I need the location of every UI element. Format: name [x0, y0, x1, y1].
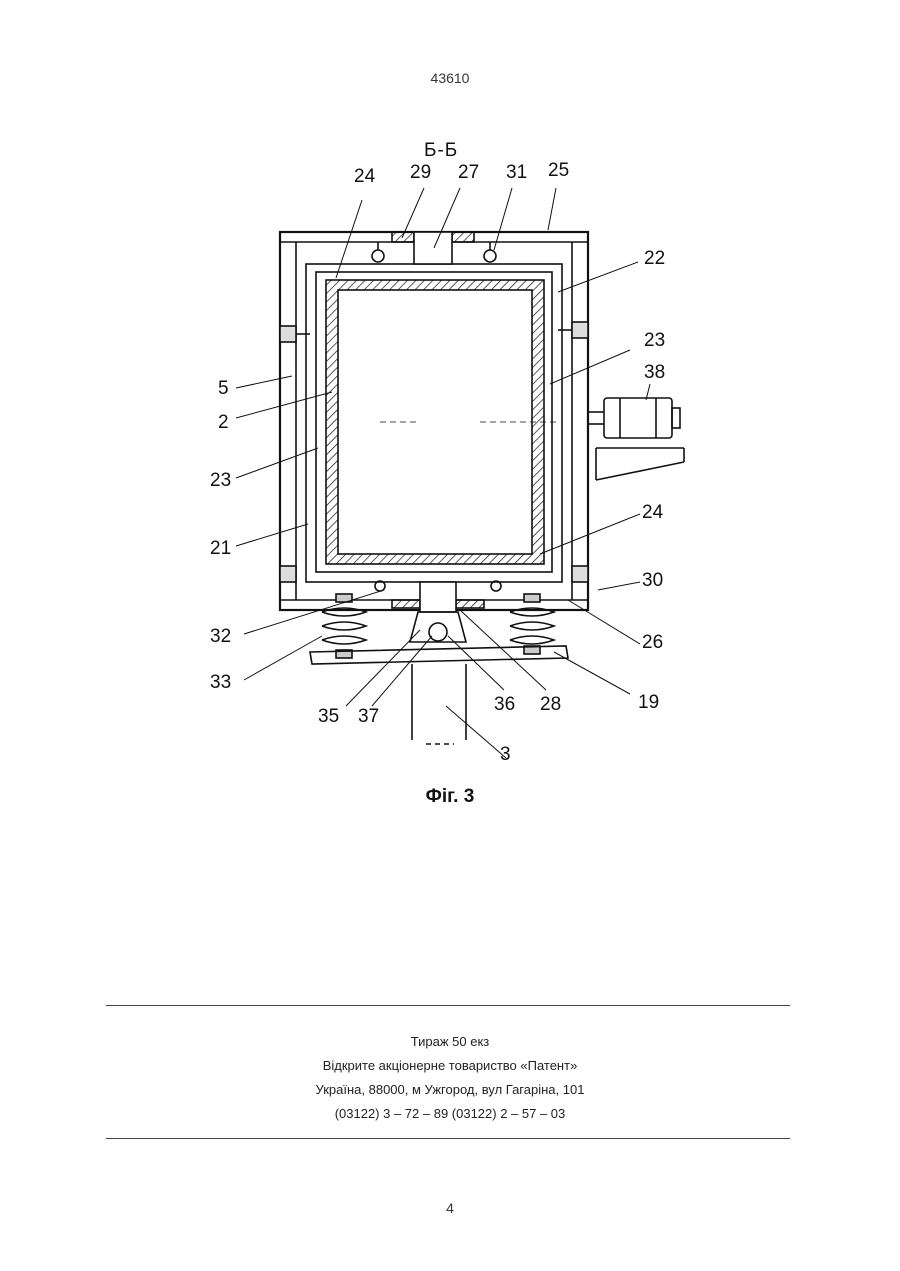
imprint-bottom-rule — [106, 1138, 790, 1139]
page-number: 4 — [0, 1200, 900, 1216]
callout-2: 2 — [218, 412, 229, 433]
callout-23-left: 23 — [210, 470, 231, 491]
callout-35: 35 — [318, 706, 339, 727]
figure-caption: Фіг. 3 — [0, 786, 900, 808]
callout-36: 36 — [494, 694, 515, 715]
inner-chamber — [326, 280, 560, 564]
drive-motor — [588, 398, 684, 480]
callout-3: 3 — [500, 744, 511, 765]
publisher-imprint: Тираж 50 екз Відкрите акціонерне товарис… — [0, 1030, 900, 1126]
address-line: Україна, 88000, м Ужгород, вул Гагаріна,… — [0, 1078, 900, 1102]
callout-25: 25 — [548, 160, 569, 181]
callout-5: 5 — [218, 378, 229, 399]
bottom-assembly — [310, 581, 568, 744]
callout-30: 30 — [642, 570, 663, 591]
imprint-top-rule — [106, 1005, 790, 1006]
callout-31: 31 — [506, 162, 527, 183]
callout-33: 33 — [210, 672, 231, 693]
callout-38: 38 — [644, 362, 665, 383]
callout-29: 29 — [410, 162, 431, 183]
callout-19: 19 — [638, 692, 659, 713]
callout-23-right: 23 — [644, 330, 665, 351]
callout-21: 21 — [210, 538, 231, 559]
callout-22: 22 — [644, 248, 665, 269]
publisher-line: Відкрите акціонерне товариство «Патент» — [0, 1054, 900, 1078]
phones-line: (03122) 3 – 72 – 89 (03122) 2 – 57 – 03 — [0, 1102, 900, 1126]
callout-27: 27 — [458, 162, 479, 183]
callout-37: 37 — [358, 706, 379, 727]
callout-32: 32 — [210, 626, 231, 647]
callout-26: 26 — [642, 632, 663, 653]
callout-28: 28 — [540, 694, 561, 715]
callout-24-right: 24 — [642, 502, 664, 523]
circulation-line: Тираж 50 екз — [0, 1030, 900, 1054]
callout-24-top: 24 — [354, 166, 376, 187]
section-label: Б-Б — [424, 140, 458, 161]
